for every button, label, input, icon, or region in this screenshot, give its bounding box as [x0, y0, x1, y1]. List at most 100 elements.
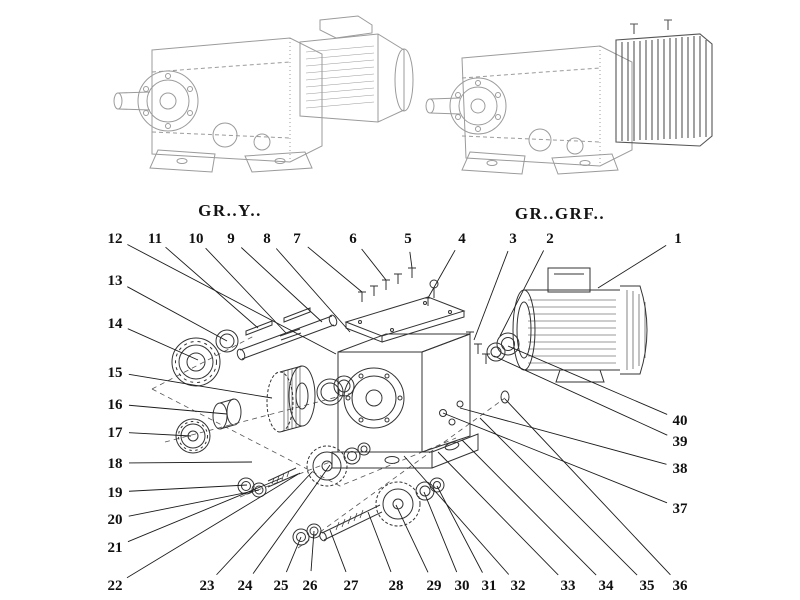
leader-line-15 [128, 373, 273, 399]
callout-number-13: 13 [108, 273, 123, 289]
callout-number-18: 18 [108, 456, 123, 472]
callout-number-7: 7 [293, 231, 301, 247]
callout-number-2: 2 [546, 231, 554, 247]
callout-number-14: 14 [108, 316, 124, 332]
gear-housing [331, 333, 510, 469]
callout-number-25: 25 [274, 578, 289, 594]
leader-line-36 [504, 398, 671, 576]
bolt-icon [358, 291, 366, 302]
bolt-icon [382, 279, 390, 290]
leader-line-6 [361, 248, 387, 281]
leader-line-34 [461, 439, 597, 576]
input-bore-icon [500, 390, 510, 404]
callout-number-4: 4 [458, 231, 466, 247]
callout-number-32: 32 [511, 578, 526, 594]
bolt-icon [408, 267, 416, 278]
leader-line-28 [367, 511, 392, 573]
callout-number-16: 16 [108, 397, 124, 413]
callout-number-17: 17 [108, 425, 124, 441]
callout-number-31: 31 [482, 578, 497, 594]
leader-line-17 [128, 432, 192, 437]
gearmotor-brake-drawing [425, 19, 713, 175]
output-bearings-and-rings [171, 329, 242, 454]
brake-fin-block-icon [615, 19, 713, 147]
bolt-icon [466, 331, 474, 342]
leader-line-1 [597, 245, 667, 289]
leader-line-30 [423, 491, 458, 573]
leader-line-18 [128, 461, 253, 464]
leader-line-38 [459, 407, 667, 465]
callout-number-26: 26 [303, 578, 319, 594]
leader-line-11 [165, 246, 259, 329]
leader-line-19 [128, 484, 248, 492]
gearmotor-foot-mounted-drawing [113, 15, 414, 173]
key-icon [245, 320, 273, 336]
callout-number-29: 29 [427, 578, 442, 594]
leader-line-33 [437, 451, 559, 576]
output-shaft-end-icon [425, 98, 435, 114]
drain-plug-icon [448, 418, 456, 426]
cover-and-bolts [344, 267, 466, 343]
motor-assembly [466, 267, 648, 383]
leader-line-29 [395, 504, 429, 573]
drain-plug-icon [439, 409, 447, 417]
callout-number-35: 35 [640, 578, 655, 594]
callout-number-23: 23 [200, 578, 215, 594]
output-shaft-end-icon [113, 92, 123, 110]
callout-number-24: 24 [238, 578, 254, 594]
series-label-gr-grf: GR..GRF.. [514, 204, 606, 223]
leader-line-22 [126, 472, 301, 579]
callout-number-6: 6 [349, 231, 357, 247]
callout-number-22: 22 [108, 578, 123, 594]
leader-line-20 [128, 489, 260, 517]
series-label-gr-y: GR..Y.. [198, 201, 262, 220]
leader-line-2 [499, 250, 545, 337]
leader-line-8 [275, 248, 351, 333]
leader-line-24 [252, 464, 331, 574]
leader-line-35 [479, 417, 638, 576]
callout-number-33: 33 [561, 578, 576, 594]
callout-number-12: 12 [108, 231, 123, 247]
leader-line-13 [127, 286, 228, 342]
callout-number-30: 30 [455, 578, 470, 594]
callout-number-5: 5 [404, 231, 412, 247]
callout-number-10: 10 [189, 231, 204, 247]
output-gear [266, 365, 355, 433]
drain-plug-icon [456, 400, 464, 408]
callout-number-8: 8 [263, 231, 271, 247]
terminal-box-icon [547, 267, 591, 293]
leader-line-40 [507, 345, 668, 415]
callout-number-21: 21 [108, 540, 123, 556]
leader-line-10 [205, 247, 287, 334]
leader-line-3 [473, 250, 509, 341]
callout-number-1: 1 [674, 231, 682, 247]
leader-line-27 [329, 529, 347, 573]
bolt-icon [482, 353, 490, 364]
leader-line-26 [310, 530, 315, 572]
leader-line-16 [128, 404, 228, 415]
callout-number-36: 36 [673, 578, 689, 594]
callout-number-34: 34 [599, 578, 615, 594]
leader-line-23 [216, 471, 313, 576]
callout-number-28: 28 [389, 578, 404, 594]
intermediate-shaft-parts [237, 442, 371, 498]
leader-line-39 [493, 355, 668, 436]
leader-line-21 [127, 477, 283, 543]
leader-line-37 [442, 412, 668, 504]
bolt-icon [394, 273, 402, 284]
leader-line-9 [240, 247, 323, 323]
callout-number-38: 38 [673, 461, 688, 477]
leader-line-12 [127, 244, 337, 355]
leader-line-14 [127, 328, 199, 361]
bolt-icon [370, 285, 378, 296]
bolt-icon [474, 343, 482, 354]
callout-number-37: 37 [673, 501, 689, 517]
exploded-view-drawing [151, 267, 648, 549]
callout-number-19: 19 [108, 485, 123, 501]
callout-number-40: 40 [673, 413, 688, 429]
leader-line-7 [307, 246, 363, 293]
leader-line-31 [436, 485, 483, 573]
